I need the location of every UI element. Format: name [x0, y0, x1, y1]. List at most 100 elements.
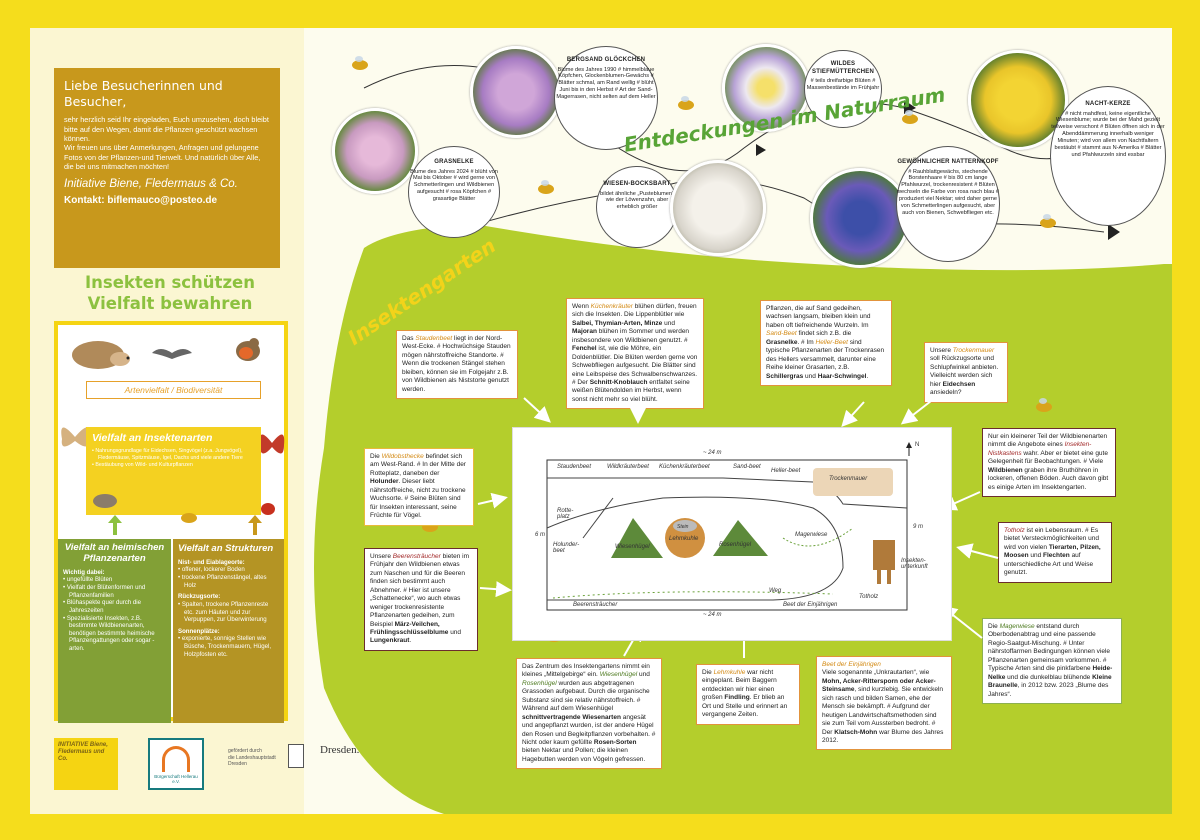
bold: Salbei, Thymian-Arten, Minze [572, 319, 663, 327]
welcome-box: Liebe Besucherinnen und Besucher, sehr h… [54, 68, 280, 268]
text: . # Im [797, 338, 816, 346]
text: blühen im Sommer und werden insbesondere… [572, 328, 690, 344]
sponsor-text: gefördert durch die Landeshauptstadt Dre… [228, 748, 276, 768]
text: . [409, 637, 412, 645]
bold: schnittvertragende Wiesenarten [522, 713, 621, 721]
arrow-up-icon [108, 515, 122, 535]
text: auf unterschiedliche Art und Weise genut… [1004, 552, 1094, 577]
totholz-info: Totholz ist ein Lebensraum. # Es bietet … [998, 522, 1112, 583]
pflanzenarten-title: Vielfalt an heimischen Pflanzenarten [64, 542, 165, 564]
bold: Majoran [572, 328, 597, 336]
lehmkuhle-info: Die Lehmkuhle war nicht eingeplant. Beim… [696, 664, 800, 725]
text: . Dieser liebt nährstoffreiche, nicht zu… [370, 478, 466, 520]
pflanzenarten-item: Blühaspekte quer durch die Jahreszeiten [63, 599, 166, 614]
text: liegt in der Nord-West-Ecke. # Hochwüchs… [402, 335, 511, 393]
trockenmauer-info: Unsere Trockenmauer soll Rückzugsorte un… [924, 342, 1008, 403]
plant-text: Blume des Jahres 1990 # himmelblaue Köpf… [556, 66, 656, 101]
plant-text: # nicht mahdfest, keine eigentliche Wies… [1051, 110, 1165, 159]
text: und [448, 628, 462, 636]
bold: Lungenkraut [370, 637, 410, 645]
text: ist, wie die Möhre, ein Doldenblütler. D… [572, 345, 698, 386]
highlight: Insekten-Nistkastens [988, 441, 1092, 457]
map-label-staudenbeet: Staudenbeet [557, 464, 592, 470]
strukturen-group: Sonnenplätze: [178, 627, 220, 635]
moth-icon [259, 434, 285, 454]
plant-name: GEWÖHNLICHER NATTERNKOPF [897, 159, 999, 165]
highlight: Trockenmauer [952, 347, 995, 354]
highlight: Staudenbeet [415, 335, 453, 342]
map-label-wiesen: Wiesenhügel [615, 544, 650, 550]
schutz-title: Insekten schützen Vielfalt bewahren [70, 272, 270, 315]
plant-name: NACHT-KERZE [1085, 101, 1131, 107]
staudenbeet-info: Das Staudenbeet liegt in der Nord-West-E… [396, 330, 518, 400]
text: befindet sich am West-Rand. # In der Mit… [370, 453, 466, 477]
pflanzenarten-item: ungefüllte Blüten [63, 576, 166, 584]
left-panel: Liebe Besucherinnen und Besucher, sehr h… [30, 28, 359, 814]
ladybird-icon [261, 503, 275, 515]
grasnelke-photo [332, 108, 418, 194]
pflanzenarten-item: Spezialisierte Insekten, z.B. bestimmte … [63, 615, 166, 653]
schutz-title-line1: Insekten schützen [85, 273, 255, 292]
bold: Rosen-Sorten [593, 738, 637, 746]
bold: Schillergras [766, 372, 804, 380]
natternkopf-photo [810, 168, 910, 268]
map-north: N [915, 442, 920, 448]
text: Das [402, 335, 416, 342]
map-label-kuechen: Küchenkräuterbeet [659, 464, 710, 470]
schutz-title-line2: Vielfalt bewahren [87, 294, 253, 314]
text: Die [702, 669, 714, 676]
insektenarten-item: Bestäubung von Wild- und Kulturpflanzen [92, 462, 255, 469]
contact-email[interactable]: Kontakt: biflemauco@posteo.de [64, 194, 218, 206]
garden-map-drawing [546, 442, 912, 611]
text: bieten Nektar und Pollen; die kleinen Ha… [522, 747, 646, 763]
bold: Mohn, Acker-Rittersporn oder Acker-Stein… [822, 677, 936, 694]
text: ansiedeln? [930, 389, 962, 397]
bee-icon [902, 110, 918, 124]
highlight: Magerwiese [999, 623, 1035, 630]
text: und [637, 671, 650, 679]
hedgehog-icon [72, 341, 130, 369]
plant-text: Blume des Jahres 2024 # blüht von Mai bi… [410, 168, 498, 203]
map-dim-top: ~ 24 m [703, 450, 722, 456]
highlight: Lehmkuhle [713, 669, 746, 676]
nachtkerze-info: NACHT-KERZE # nicht mahdfest, keine eige… [1050, 86, 1166, 226]
map-label-insekten: Insekten-unterkunft [901, 558, 928, 570]
plant-name: BERGSAND GLÖCKCHEN [566, 57, 646, 63]
strukturen-group: Rückzugsorte: [178, 593, 221, 601]
bee-icon [181, 513, 197, 523]
map-dim-left: 6 m [535, 532, 546, 538]
map-label-lehm: Lehmkuhle [669, 536, 699, 542]
sandbeet-info: Pflanzen, die auf Sand gedeihen, wachsen… [760, 300, 892, 386]
map-label-holunder: Holunder-beet [553, 542, 580, 554]
plant-text: # teils dreifarbige Blüten # Massenbestä… [806, 78, 880, 91]
grasnelke-info: GRASNELKE Blume des Jahres 2024 # blüht … [408, 146, 500, 238]
map-label-stein: Stein [677, 524, 689, 530]
text: und die dunkelblau blühende [1005, 673, 1093, 681]
map-label-rotte: Rotte-platz [557, 508, 574, 520]
plant-text: # Rauhblattgewächs, stechende Borstenhaa… [897, 168, 999, 217]
bocksbart-photo [670, 160, 766, 256]
plant-name: WILDES STIEFMÜTTERCHEN [812, 61, 874, 75]
artenvielfalt-label: Artenvielfalt / Biodiversität [86, 381, 261, 399]
text: blühen dürfen, freuen sich die Insekten.… [572, 303, 697, 319]
bee-icon [352, 56, 368, 70]
text: . Er blieb an Ort und Stelle und erinner… [702, 694, 788, 719]
bee-icon [538, 180, 554, 194]
text: und [803, 372, 818, 380]
arrow-up-icon [248, 515, 262, 535]
beetle-icon [93, 494, 117, 508]
highlight: Beerensträucher [392, 553, 441, 560]
text: soll Rückzugsorte und Schlupfwinkel anbi… [930, 355, 999, 388]
map-label-beeren: Beerensträucher [573, 602, 618, 608]
bold: Grasnelke [766, 338, 798, 346]
bold: Wildbienen [988, 466, 1023, 474]
welcome-text-1: sehr herzlich seid Ihr eingeladen, Euch … [64, 115, 269, 143]
map-dim-bottom: ~ 24 m [703, 612, 722, 618]
text: sind typische Pflanzenarten der Trockenr… [766, 338, 885, 372]
bold: Flechten [1043, 552, 1070, 560]
bold: Kleine Braunelle [988, 673, 1112, 690]
bee-icon [1036, 398, 1052, 412]
text: Wenn [572, 303, 591, 310]
bee-icon [678, 96, 694, 110]
buergerschaft-logo: Bürgerschaft Hellerau e.V. [148, 738, 204, 790]
